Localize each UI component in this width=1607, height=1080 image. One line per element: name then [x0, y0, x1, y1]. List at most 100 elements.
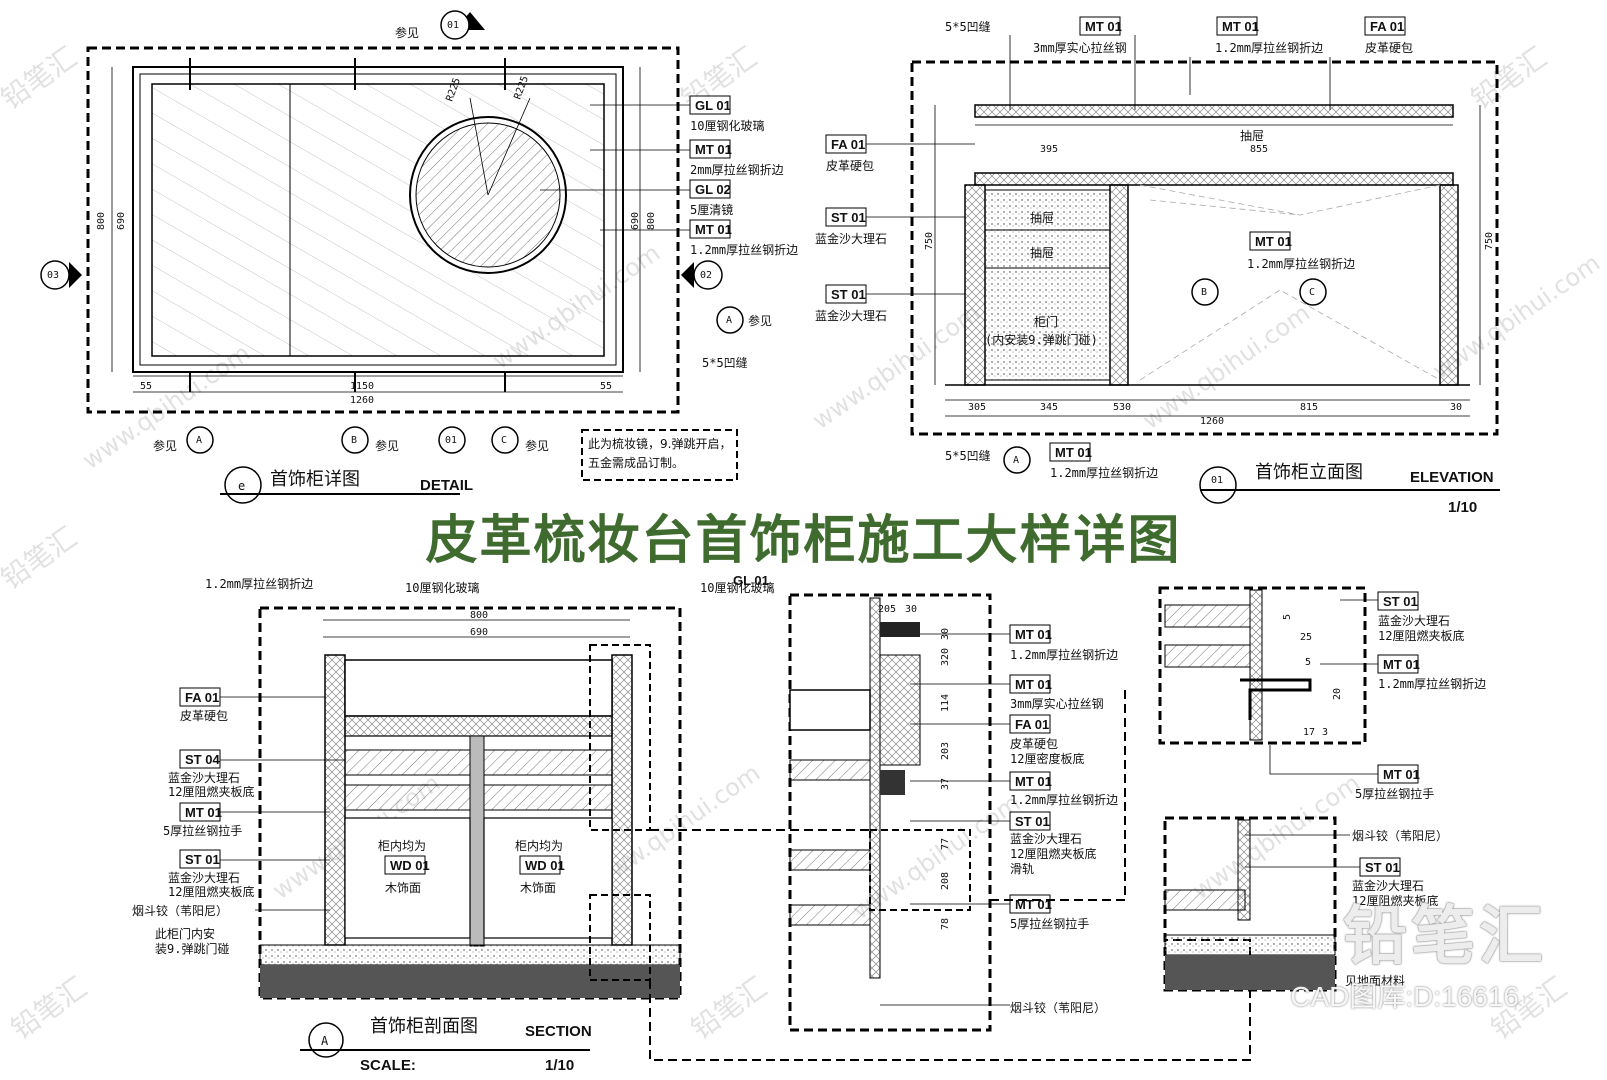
svg-text:柜内均为: 柜内均为 [515, 839, 563, 853]
svg-text:FA 01: FA 01 [1015, 717, 1049, 732]
dim-inner-width: 1150 [350, 381, 374, 392]
svg-text:30: 30 [905, 604, 917, 615]
svg-text:参见: 参见 [748, 313, 772, 328]
elevation-frame [910, 60, 1499, 436]
svg-text:20: 20 [1332, 688, 1343, 700]
svg-text:蓝金沙大理石: 蓝金沙大理石 [1352, 878, 1424, 893]
svg-text:01: 01 [445, 435, 457, 446]
elevation-title-en: ELEVATION [1410, 469, 1494, 486]
svg-text:MT 01: MT 01 [1383, 657, 1420, 672]
svg-text:114: 114 [940, 694, 951, 712]
svg-text:蓝金沙大理石: 蓝金沙大理石 [815, 231, 887, 246]
svg-text:1.2mm厚拉丝钢折边: 1.2mm厚拉丝钢折边 [1247, 256, 1355, 271]
svg-text:MT 01: MT 01 [1085, 19, 1122, 34]
svg-text:345: 345 [1040, 402, 1058, 413]
brand-mark: 铅笔汇 [1343, 900, 1547, 974]
svg-text:37: 37 [940, 778, 951, 790]
svg-text:A: A [321, 1034, 329, 1048]
svg-text:1.2mm厚拉丝钢折边: 1.2mm厚拉丝钢折边 [1378, 676, 1486, 691]
svg-text:690: 690 [470, 627, 488, 638]
svg-text:1.2mm厚拉丝钢折边: 1.2mm厚拉丝钢折边 [690, 242, 798, 257]
watermark-text: 铅笔汇 [0, 41, 83, 116]
dim-height: 800 [96, 212, 107, 230]
svg-text:MT 01: MT 01 [695, 222, 732, 237]
svg-text:12厘阻燃夹板底: 12厘阻燃夹板底 [1010, 846, 1096, 861]
svg-text:10厘钢化玻璃: 10厘钢化玻璃 [700, 581, 774, 595]
svg-text:B: B [1201, 287, 1207, 298]
svg-text:C: C [1309, 287, 1315, 298]
svg-text:12厘阻燃夹板底: 12厘阻燃夹板底 [1378, 628, 1464, 643]
svg-text:蓝金沙大理石: 蓝金沙大理石 [1378, 613, 1450, 628]
svg-text:蓝金沙大理石: 蓝金沙大理石 [1010, 831, 1082, 846]
svg-text:MT 01: MT 01 [1055, 445, 1092, 460]
svg-text:1.2mm厚拉丝钢折边: 1.2mm厚拉丝钢折边 [1010, 792, 1118, 807]
dim-edge: 55 [600, 381, 612, 392]
svg-text:参见: 参见 [153, 438, 177, 453]
watermark-text: 铅笔汇 [1465, 41, 1553, 116]
detail-note: 此为梳妆镜，9.弹跳开启，五金需成品订制。 [588, 437, 732, 470]
svg-text:01: 01 [1211, 475, 1223, 486]
svg-text:5*5凹缝: 5*5凹缝 [702, 355, 748, 370]
section-callouts: FA 01 皮革硬包 ST 04 蓝金沙大理石 12厘阻燃夹板底 MT 01 5… [132, 687, 345, 956]
svg-text:3: 3 [1322, 727, 1328, 738]
svg-text:参见: 参见 [395, 25, 419, 40]
svg-text:烟斗铰（苇阳尼）: 烟斗铰（苇阳尼） [1010, 1000, 1106, 1015]
svg-text:305: 305 [968, 402, 986, 413]
svg-text:滑轨: 滑轨 [1010, 862, 1034, 876]
svg-text:800: 800 [470, 610, 488, 621]
svg-text:1.2mm厚拉丝钢折边: 1.2mm厚拉丝钢折边 [1215, 40, 1323, 55]
section-marker: 03 [40, 260, 82, 290]
svg-text:25: 25 [1300, 632, 1312, 643]
svg-text:395: 395 [1040, 144, 1058, 155]
svg-text:装9.弹跳门碰: 装9.弹跳门碰 [155, 941, 229, 956]
svg-text:皮革硬包: 皮革硬包 [180, 709, 228, 723]
section-marker: A 参见 5*5凹缝 [702, 306, 772, 370]
cabinet-outer [132, 66, 624, 373]
svg-text:FA 01: FA 01 [831, 137, 865, 152]
svg-text:A: A [196, 435, 202, 446]
svg-text:MT 01: MT 01 [1015, 774, 1052, 789]
svg-text:e: e [238, 479, 245, 493]
svg-text:ST 01: ST 01 [831, 210, 866, 225]
svg-text:蓝金沙大理石: 蓝金沙大理石 [168, 870, 240, 885]
svg-text:抽屉: 抽屉 [1030, 211, 1054, 225]
svg-text:WD 01: WD 01 [525, 858, 565, 873]
svg-text:皮革硬包: 皮革硬包 [826, 159, 874, 173]
svg-text:GL 01: GL 01 [733, 573, 769, 588]
elevation-view: 抽屉 抽屉 抽屉 柜门 (内安装9.弹跳门碰) 305 345 530 815 … [815, 16, 1500, 516]
watermark-url: www.qbihui.com [77, 339, 255, 475]
svg-text:MT 01: MT 01 [1255, 234, 1292, 249]
svg-text:30: 30 [1450, 402, 1462, 413]
top-rail [974, 104, 1454, 118]
svg-text:烟斗铰（苇阳尼）: 烟斗铰（苇阳尼） [1352, 828, 1448, 843]
svg-text:3mm厚实心拉丝钢: 3mm厚实心拉丝钢 [1010, 696, 1104, 711]
dim-edge: 55 [140, 381, 152, 392]
elevation-title: 首饰柜立面图 [1255, 462, 1363, 483]
detail-view: R225 R225 1150 1260 55 55 800 690 690 80… [40, 10, 798, 504]
svg-text:WD 01: WD 01 [390, 858, 430, 873]
right-callouts: ST 01 蓝金沙大理石 12厘阻燃夹板底 MT 01 1.2mm厚拉丝钢折边 … [1245, 591, 1486, 988]
elevation-callouts: 5*5凹缝 MT 01 3mm厚实心拉丝钢 MT 01 1.2mm厚拉丝钢折边 … [815, 16, 1413, 480]
section-frame [258, 606, 682, 1000]
banner-title: 皮革梳妆台首饰柜施工大样详图 [425, 511, 1182, 571]
svg-text:GL 01: GL 01 [695, 98, 731, 113]
svg-text:ST 04: ST 04 [185, 752, 220, 767]
svg-text:5: 5 [1305, 657, 1311, 668]
svg-text:1/10: 1/10 [1448, 499, 1477, 516]
svg-text:MT 01: MT 01 [185, 805, 222, 820]
svg-text:蓝金沙大理石: 蓝金沙大理石 [168, 770, 240, 785]
section-marker: 02 [681, 260, 723, 290]
svg-text:ST 01: ST 01 [831, 287, 866, 302]
svg-text:3mm厚实心拉丝钢: 3mm厚实心拉丝钢 [1033, 40, 1127, 55]
section-title-en: SECTION [525, 1023, 592, 1040]
svg-text:见地面材料: 见地面材料 [1345, 974, 1405, 988]
svg-text:1260: 1260 [1200, 416, 1224, 427]
watermark-text: 铅笔汇 [685, 971, 773, 1046]
svg-text:12厘密度板底: 12厘密度板底 [1010, 751, 1084, 766]
section-marker: A 参见 B 参见 01 C 参见 [153, 426, 549, 454]
svg-text:参见: 参见 [375, 438, 399, 453]
svg-text:17: 17 [1303, 727, 1315, 738]
svg-text:MT 01: MT 01 [1015, 677, 1052, 692]
svg-text:5: 5 [1282, 614, 1293, 620]
svg-text:木饰面: 木饰面 [385, 881, 421, 895]
